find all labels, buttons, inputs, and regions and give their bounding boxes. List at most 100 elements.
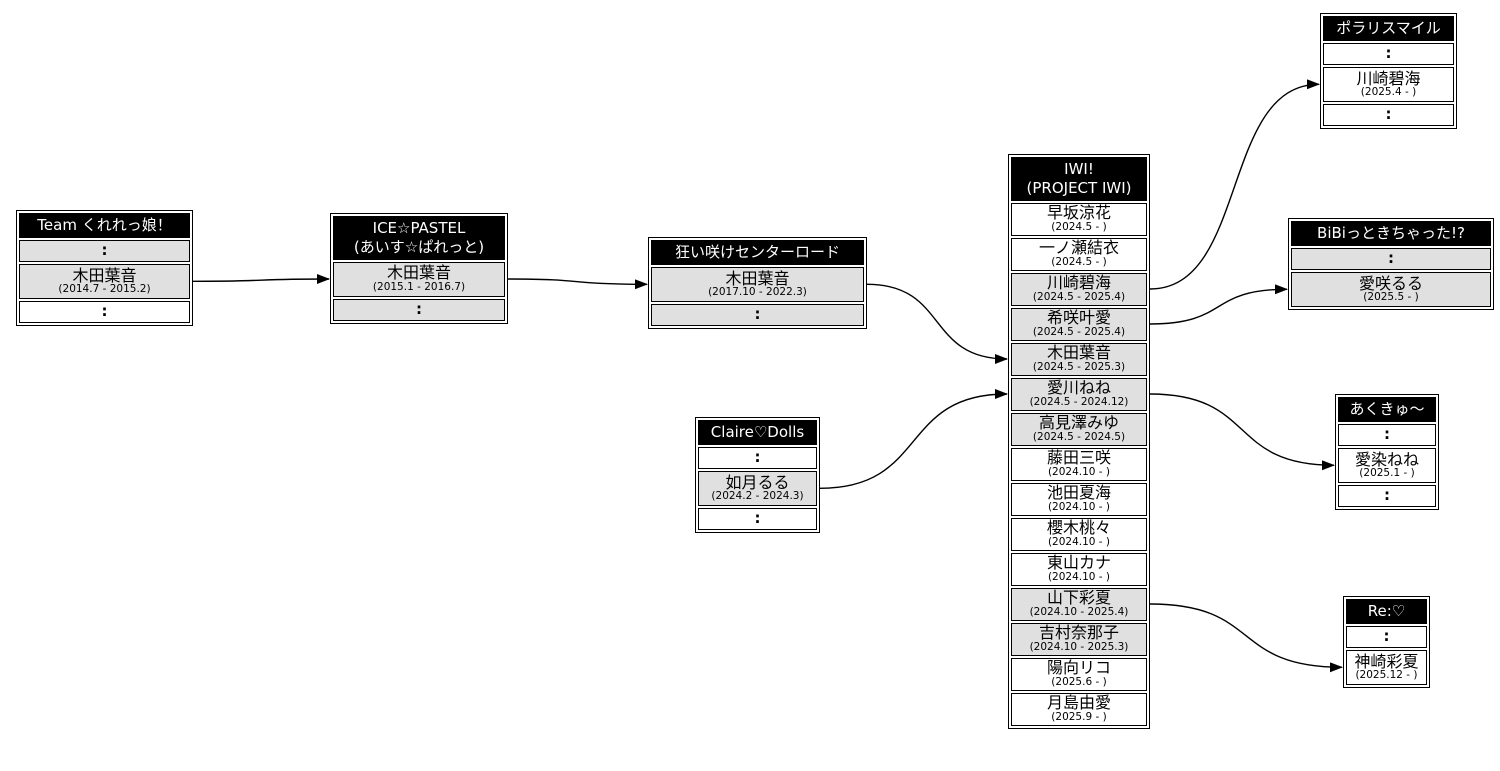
- member-name: 陽向リコ: [1046, 658, 1111, 678]
- member-name: 月島由愛: [1046, 693, 1111, 713]
- group-box-bibi-ttokichatta: BiBiっときちゃった!?:愛咲るる(2025.5 - ): [1288, 218, 1494, 310]
- group-title-line: Claire♡Dolls: [710, 423, 805, 441]
- member-row-高見澤みゆ: 高見澤みゆ(2024.5 - 2024.5): [1011, 412, 1147, 446]
- group-title-kuruizake-center-road: 狂い咲けセンターロード: [651, 240, 864, 265]
- ellipsis-row: :: [19, 239, 190, 262]
- ellipsis-row: :: [19, 300, 190, 323]
- member-name: 愛咲るる: [1358, 273, 1423, 293]
- ellipsis-row: :: [698, 507, 817, 530]
- transfer-arrow-4-to-7: [1149, 393, 1335, 471]
- transfer-arrow-0-to-1: [192, 274, 330, 285]
- ellipsis-row: :: [1338, 484, 1436, 507]
- member-row-陽向リコ: 陽向リコ(2025.6 - ): [1011, 657, 1147, 691]
- member-name: 櫻木桃々: [1046, 518, 1111, 538]
- member-name: 池田夏海: [1046, 483, 1111, 503]
- member-name: 川崎碧海: [1046, 273, 1111, 293]
- member-name: 木田葉音: [386, 263, 451, 283]
- group-title-team-kureremusume: Team くれれっ娘！: [19, 213, 190, 238]
- member-dates: (2024.5 - 2024.12): [1029, 396, 1129, 409]
- member-dates: (2024.5 - 2025.4): [1032, 291, 1126, 304]
- group-title-line: BiBiっときちゃった!?: [1317, 224, 1465, 242]
- member-dates: (2025.4 - ): [1360, 86, 1417, 99]
- member-dates: (2025.12 - ): [1355, 669, 1418, 682]
- member-row-川崎碧海: 川崎碧海(2025.4 - ): [1323, 66, 1454, 102]
- member-dates: (2014.7 - 2015.2): [58, 283, 151, 296]
- ellipsis-row: :: [1291, 247, 1491, 270]
- group-box-claire-dolls: Claire♡Dolls:如月るる(2024.2 - 2024.3):: [695, 417, 820, 533]
- member-name: 木田葉音: [725, 268, 790, 288]
- group-title-line: Team くれれっ娘！: [37, 216, 172, 234]
- ellipsis-row: :: [333, 298, 505, 321]
- member-dates: (2017.10 - 2022.3): [708, 286, 807, 299]
- member-dates: (2025.5 - ): [1363, 291, 1419, 304]
- group-title-line: (PROJECT IWI): [1026, 178, 1132, 197]
- member-dates: (2024.5 - 2025.3): [1032, 361, 1126, 374]
- member-row-一ノ瀬結衣: 一ノ瀬結衣(2024.5 - ): [1011, 237, 1147, 271]
- member-row-愛川ねね: 愛川ねね(2024.5 - 2024.12): [1011, 377, 1147, 411]
- member-row-吉村奈那子: 吉村奈那子(2024.10 - 2025.3): [1011, 622, 1147, 656]
- group-box-aqcueue: あくきゅ〜:愛染ねね(2025.1 - ):: [1335, 394, 1439, 510]
- member-name: 木田葉音: [1046, 343, 1111, 363]
- member-row-木田葉音: 木田葉音(2017.10 - 2022.3): [651, 266, 864, 302]
- member-name: 山下彩夏: [1046, 588, 1111, 608]
- member-dates: (2024.10 - 2025.3): [1029, 641, 1129, 654]
- member-name: 希咲叶愛: [1046, 308, 1111, 328]
- member-dates: (2024.5 - ): [1051, 256, 1107, 269]
- transfer-arrow-4-to-8: [1149, 603, 1343, 673]
- member-dates: (2024.10 - ): [1047, 536, 1111, 549]
- group-title-aqcqueue: あくきゅ〜: [1338, 397, 1436, 422]
- member-row-木田葉音: 木田葉音(2015.1 - 2016.7): [333, 261, 505, 297]
- member-name: 一ノ瀬結衣: [1038, 238, 1119, 258]
- ellipsis-row: :: [1323, 103, 1454, 126]
- group-title-line: ポラリスマイル: [1336, 19, 1441, 37]
- member-row-木田葉音: 木田葉音(2024.5 - 2025.3): [1011, 342, 1147, 376]
- group-title-re-heart: Re:♡: [1346, 599, 1427, 624]
- member-name: 高見澤みゆ: [1038, 413, 1119, 433]
- member-dates: (2025.6 - ): [1051, 676, 1107, 689]
- member-name: 木田葉音: [72, 265, 137, 285]
- member-dates: (2024.2 - 2024.3): [711, 490, 804, 503]
- member-row-早坂涼花: 早坂涼花(2024.5 - ): [1011, 202, 1147, 236]
- group-title-line: IWI!: [1064, 160, 1094, 178]
- member-dates: (2024.5 - 2025.4): [1032, 326, 1126, 339]
- member-row-神崎彩夏: 神崎彩夏(2025.12 - ): [1346, 649, 1427, 685]
- member-dates: (2024.10 - ): [1047, 571, 1111, 584]
- member-name: 川崎碧海: [1356, 68, 1421, 88]
- group-title-bibi-ttokichatta: BiBiっときちゃった!?: [1291, 221, 1491, 246]
- member-row-川崎碧海: 川崎碧海(2024.5 - 2025.4): [1011, 272, 1147, 306]
- member-row-東山カナ: 東山カナ(2024.10 - ): [1011, 552, 1147, 586]
- member-name: 東山カナ: [1046, 553, 1111, 573]
- member-row-木田葉音: 木田葉音(2014.7 - 2015.2): [19, 263, 190, 299]
- group-box-iwi-project-iwi: IWI!(PROJECT IWI)早坂涼花(2024.5 - )一ノ瀬結衣(20…: [1008, 154, 1150, 729]
- group-title-line: (あいす☆ぱれっと): [353, 237, 485, 256]
- ellipsis-row: :: [1338, 423, 1436, 446]
- member-name: 早坂涼花: [1046, 203, 1111, 223]
- ellipsis-row: :: [651, 303, 864, 326]
- group-title-claire-dolls: Claire♡Dolls: [698, 420, 817, 445]
- transfer-arrow-4-to-6: [1149, 284, 1288, 325]
- member-dates: (2024.10 - 2025.4): [1029, 606, 1129, 619]
- group-title-ice-pastel: ICE☆PASTEL(あいす☆ぱれっと): [333, 216, 505, 260]
- member-name: 藤田三咲: [1046, 448, 1111, 468]
- member-dates: (2015.1 - 2016.7): [372, 281, 466, 294]
- group-title-line: Re:♡: [1367, 602, 1406, 620]
- member-row-愛染ねね: 愛染ねね(2025.1 - ): [1338, 447, 1436, 483]
- member-row-藤田三咲: 藤田三咲(2024.10 - ): [1011, 447, 1147, 481]
- member-dates: (2024.10 - ): [1047, 501, 1111, 514]
- group-title-polaris-smile: ポラリスマイル: [1323, 16, 1454, 41]
- member-dates: (2024.5 - 2024.5): [1032, 431, 1126, 444]
- member-row-櫻木桃々: 櫻木桃々(2024.10 - ): [1011, 517, 1147, 551]
- ellipsis-row: :: [1323, 42, 1454, 65]
- member-dates: (2025.1 - ): [1359, 467, 1415, 480]
- member-name: 愛川ねね: [1046, 378, 1111, 398]
- group-box-re-heart: Re:♡:神崎彩夏(2025.12 - ): [1343, 596, 1430, 688]
- group-box-polaris-smile: ポラリスマイル:川崎碧海(2025.4 - ):: [1320, 13, 1457, 129]
- member-dates: (2025.9 - ): [1051, 711, 1107, 724]
- member-row-如月るる: 如月るる(2024.2 - 2024.3): [698, 470, 817, 506]
- member-row-愛咲るる: 愛咲るる(2025.5 - ): [1291, 271, 1491, 307]
- group-title-iwi-project-iwi: IWI!(PROJECT IWI): [1011, 157, 1147, 201]
- member-row-池田夏海: 池田夏海(2024.10 - ): [1011, 482, 1147, 516]
- transfer-arrow-1-to-2: [507, 278, 648, 290]
- ellipsis-row: :: [1346, 625, 1427, 648]
